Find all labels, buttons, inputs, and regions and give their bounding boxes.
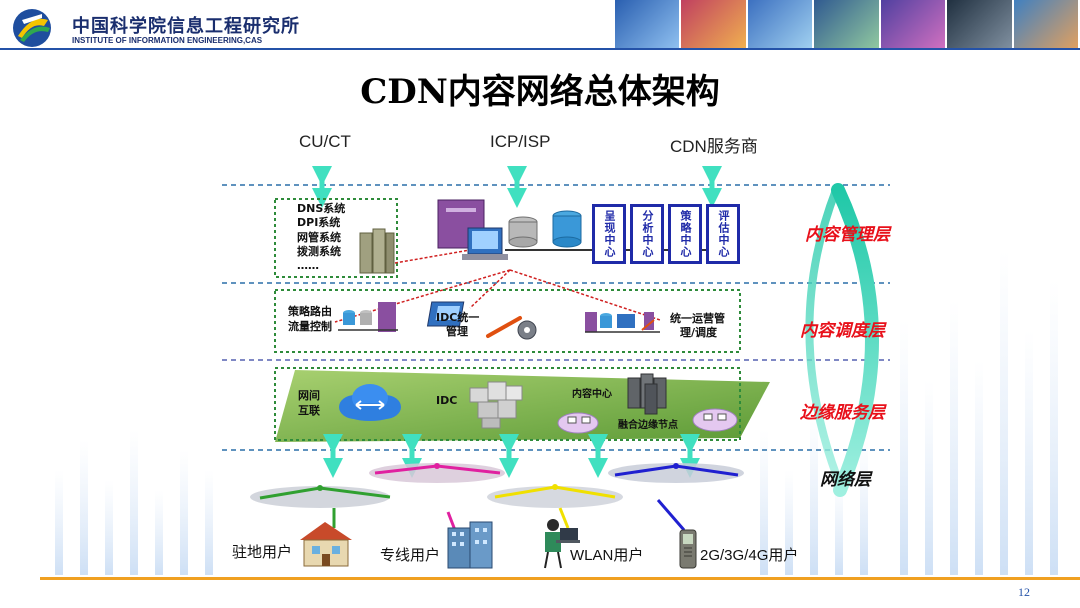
label-idc: IDC	[436, 394, 458, 407]
routing-servers-icon	[338, 302, 398, 332]
layer-label-content-mgmt: 内容管理层	[805, 225, 890, 245]
network-cloud-magenta	[369, 463, 505, 483]
label-unified-ops-2: 理/调度	[680, 326, 718, 339]
label-cu-ct: CU/CT	[299, 132, 351, 151]
label-content-center: 内容中心	[572, 389, 612, 400]
system-item: 拨测系统	[297, 245, 341, 258]
database-icon	[552, 210, 582, 248]
header-photo	[681, 0, 746, 48]
scheduling-box	[274, 289, 741, 353]
header-divider	[0, 48, 1080, 50]
header-photo	[615, 0, 680, 48]
office-building-icon	[447, 521, 493, 569]
lower-double-arrow	[323, 434, 700, 478]
house-icon	[300, 522, 352, 567]
interconnect-cloud-icon	[339, 384, 401, 421]
footer-divider	[40, 577, 1080, 580]
slide-title: CDN内容网络总体架构	[360, 72, 720, 112]
label-edge-node: 融合边缘节点	[618, 420, 678, 431]
header-photo-strip	[615, 0, 1080, 48]
header-photo	[814, 0, 879, 48]
network-cloud-yellow	[487, 484, 623, 508]
label-mobile-user: 2G/3G/4G用户	[700, 547, 799, 564]
label-wlan-user: WLAN用户	[570, 547, 644, 564]
center-analysis: 分析中心	[630, 204, 664, 264]
layer-cycle-arc	[805, 183, 879, 497]
header-photo	[947, 0, 1012, 48]
label-resident-user: 驻地用户	[232, 544, 293, 561]
center-presentation: 呈现中心	[592, 204, 626, 264]
page-number: 12	[1018, 585, 1030, 599]
edge-node-cloud-icon	[692, 408, 738, 432]
mobile-phone-icon	[679, 529, 697, 569]
server-rack-icon	[359, 228, 395, 274]
label-idc-manage-2: 管理	[446, 325, 468, 338]
background-stripes	[55, 250, 1058, 575]
laptop-user-icon	[544, 519, 580, 569]
systems-box	[274, 198, 398, 278]
header-photo	[880, 0, 946, 48]
label-idc-manage: IDC统一	[436, 311, 480, 324]
header-photo	[747, 0, 813, 48]
header-photo	[1013, 0, 1078, 48]
network-cloud-blue	[608, 463, 744, 483]
system-item: 网管系统	[297, 231, 341, 244]
idc-server-cluster-icon	[469, 381, 523, 429]
database-icon	[508, 216, 538, 248]
layer-label-network: 网络层	[820, 470, 871, 490]
cas-logo-icon	[13, 9, 51, 47]
management-console-icon	[426, 301, 537, 340]
layer-label-content-sched: 内容调度层	[800, 321, 885, 341]
workstation-icon	[437, 199, 508, 260]
label-unified-ops: 统一运营管	[670, 312, 725, 325]
institution-name-en: INSTITUTE OF INFORMATION ENGINEERING,CAS	[72, 36, 263, 45]
center-strategy: 策略中心	[668, 204, 702, 264]
system-item: DPI系统	[297, 216, 341, 229]
content-center-racks-icon	[627, 373, 667, 415]
label-flow-control: 流量控制	[288, 320, 332, 333]
label-icp-isp: ICP/ISP	[490, 132, 551, 151]
ops-servers-icon	[585, 312, 660, 333]
top-double-arrow	[312, 166, 722, 208]
system-item: DNS系统	[297, 202, 346, 215]
label-policy-routing: 策略路由	[288, 305, 332, 318]
label-interconnect-2: 互联	[298, 404, 320, 417]
label-leased-user: 专线用户	[380, 547, 441, 564]
edge-node-cloud-icon	[557, 412, 599, 434]
label-interconnect: 网间	[298, 389, 320, 402]
header-bar: 中国科学院信息工程研究所 INSTITUTE OF INFORMATION EN…	[0, 0, 1080, 50]
system-item: ……	[297, 259, 319, 272]
layer-label-edge-service: 边缘服务层	[800, 403, 885, 423]
network-cloud-green	[250, 485, 391, 508]
label-cdn-provider: CDN服务商	[670, 137, 758, 156]
center-evaluation: 评估中心	[706, 204, 740, 264]
institution-name-cn: 中国科学院信息工程研究所	[72, 16, 300, 37]
